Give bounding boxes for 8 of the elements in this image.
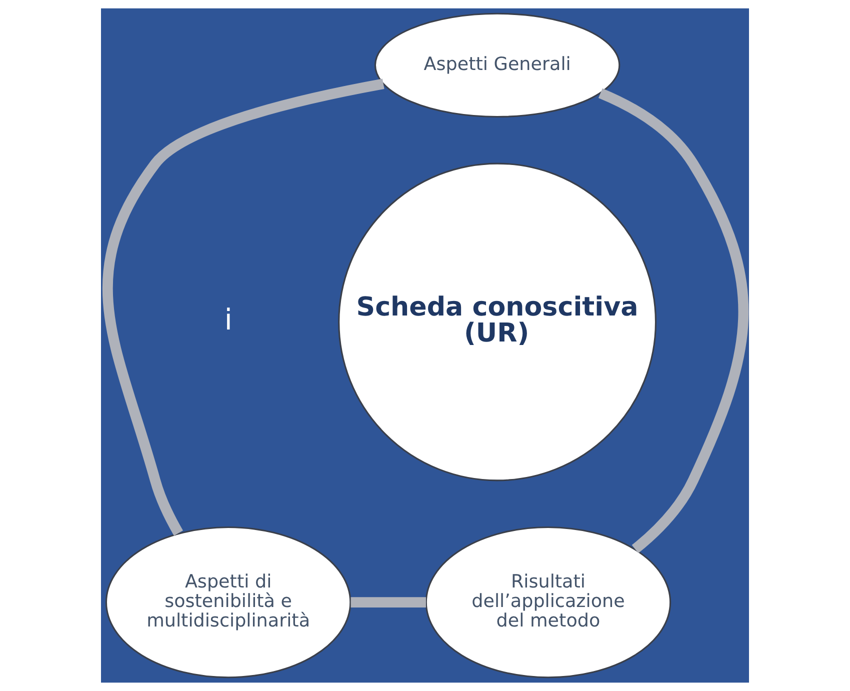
node-ellipse: Aspetti di sostenibilità e multidisciplinarità (105, 526, 352, 678)
node-circle: Scheda conoscitiva (UR) (338, 162, 657, 482)
connector (350, 597, 426, 608)
node-ellipse: Risultati dell’applicazione del metodo (425, 526, 672, 678)
connector (102, 78, 384, 536)
connector (598, 88, 748, 554)
node-ellipse: Aspetti Generali (374, 12, 620, 118)
label: i (224, 302, 232, 336)
